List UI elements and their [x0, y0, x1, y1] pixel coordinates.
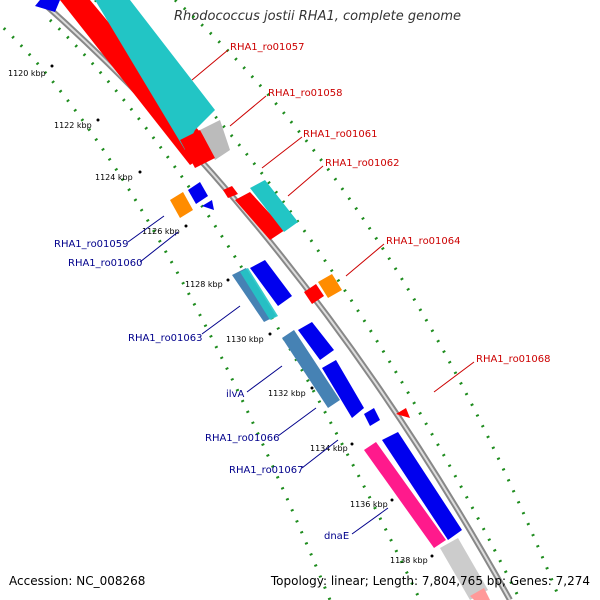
gene-pink-2[interactable] [470, 588, 490, 600]
gene-label-ro01059[interactable]: RHA1_ro01059 [54, 239, 129, 250]
genome-backbone-highlight [39, 0, 511, 600]
gene-gray-2[interactable] [440, 538, 488, 600]
gene-blue-small-3[interactable] [364, 408, 380, 426]
gene-blue-4[interactable] [382, 432, 462, 540]
gene-label-ro01066[interactable]: RHA1_ro01066 [205, 433, 280, 444]
gene-label-ro01058[interactable]: RHA1_ro01058 [268, 88, 343, 99]
tick-label-1122: 1122 kbp [54, 121, 92, 130]
gene-blue-small-2[interactable] [202, 200, 214, 210]
gene-label-ilvA[interactable]: ilvA [226, 389, 244, 400]
gene-label-ro01068[interactable]: RHA1_ro01068 [476, 354, 551, 365]
gene-orange-2[interactable] [170, 192, 193, 218]
gene-label-ro01067[interactable]: RHA1_ro01067 [229, 465, 304, 476]
gene-red-4[interactable] [304, 284, 324, 304]
gene-label-ro01064[interactable]: RHA1_ro01064 [386, 236, 461, 247]
gene-blue-small-1[interactable] [188, 182, 208, 204]
tick-label-1136: 1136 kbp [350, 500, 388, 509]
gene-label-ro01062[interactable]: RHA1_ro01062 [325, 158, 400, 169]
tick-label-1134: 1134 kbp [310, 444, 348, 453]
dotted-guide-inner-left [48, 18, 422, 600]
gene-blue-2[interactable] [298, 322, 334, 360]
gene-cyan-3[interactable] [240, 268, 278, 320]
gene-red-small-2[interactable] [396, 408, 410, 418]
dotted-guide-outer-right [174, 0, 562, 600]
gene-cyan-2[interactable] [250, 180, 298, 232]
tick-marks [50, 64, 434, 558]
reverse-leader-lines [127, 215, 389, 535]
gene-steel-2[interactable] [282, 330, 340, 408]
gene-label-ro01060[interactable]: RHA1_ro01060 [68, 258, 143, 269]
tick-label-1130: 1130 kbp [226, 335, 264, 344]
gene-label-dnaE[interactable]: dnaE [324, 531, 349, 542]
genome-title: Rhodococcus jostii RHA1, complete genome [174, 9, 461, 24]
gene-blue-1[interactable] [250, 260, 292, 306]
gene-label-ro01063[interactable]: RHA1_ro01063 [128, 333, 203, 344]
tick-label-1132: 1132 kbp [268, 389, 306, 398]
gene-cyan-1[interactable] [95, 0, 215, 150]
tick-label-1126: 1126 kbp [142, 227, 180, 236]
gene-label-ro01061[interactable]: RHA1_ro01061 [303, 129, 378, 140]
gene-gray-1[interactable] [200, 120, 230, 160]
gene-red-3[interactable] [235, 192, 285, 240]
tick-label-1120: 1120 kbp [8, 69, 46, 78]
gene-blue-top[interactable] [35, 0, 60, 12]
gene-pink-1[interactable] [364, 442, 446, 548]
tick-label-1128: 1128 kbp [185, 280, 223, 289]
tick-label-1124: 1124 kbp [95, 173, 133, 182]
genome-summary-text: Topology: linear; Length: 7,804,765 bp; … [270, 574, 590, 588]
forward-leader-lines [191, 49, 475, 393]
gene-orange-1[interactable] [318, 274, 342, 298]
gene-label-ro01057[interactable]: RHA1_ro01057 [230, 42, 305, 53]
gene-blue-3[interactable] [322, 360, 364, 418]
gene-red-2[interactable] [180, 130, 215, 168]
tick-label-1138: 1138 kbp [390, 556, 428, 565]
accession-text: Accession: NC_008268 [9, 574, 146, 588]
gene-red-small-1[interactable] [223, 186, 238, 198]
